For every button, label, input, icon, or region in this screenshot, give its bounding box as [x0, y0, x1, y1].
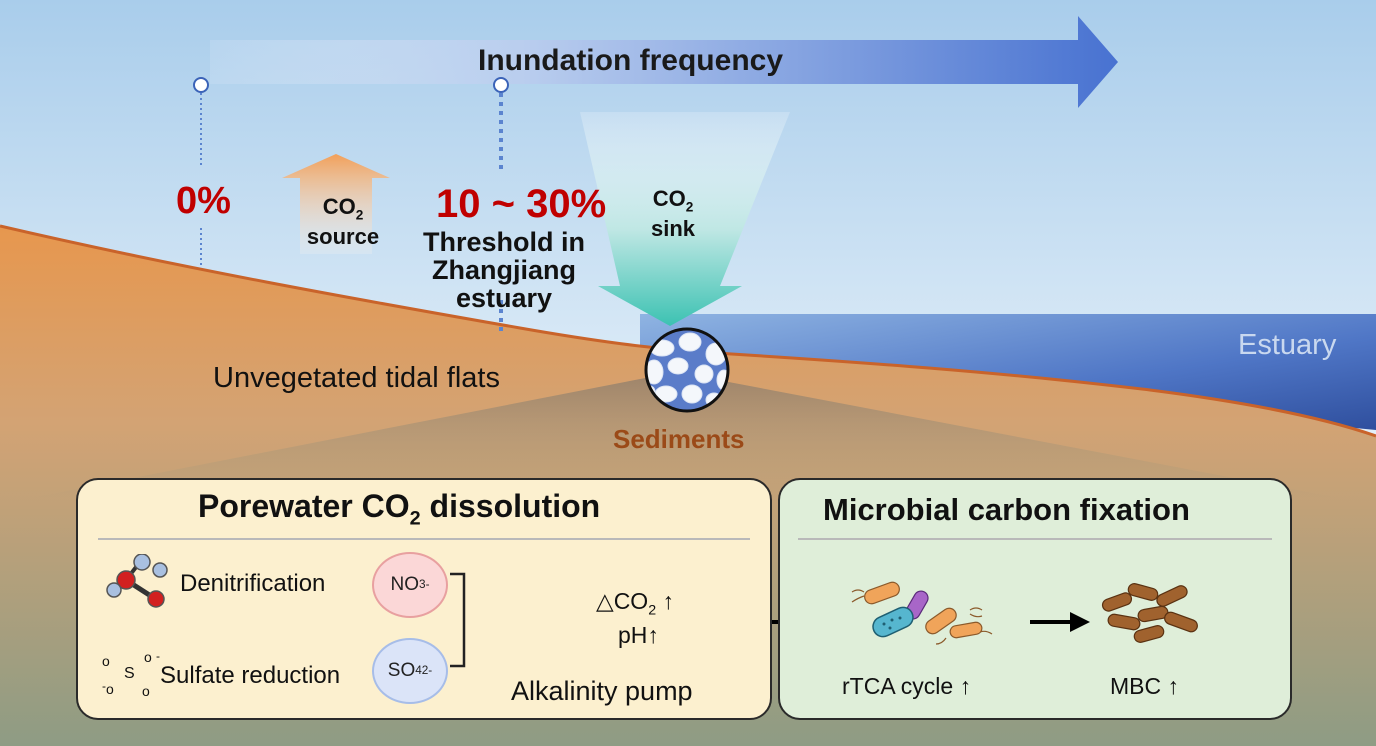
co2-sink-molecule: CO	[652, 186, 686, 211]
sediments-label: Sediments	[613, 424, 745, 454]
sulfate-o-2: o	[144, 649, 152, 665]
tidal-flats-label: Unvegetated tidal flats	[213, 362, 500, 394]
denitrification-label: Denitrification	[180, 570, 326, 597]
sulfate-molecule-icon: o o - S o - o	[102, 650, 160, 698]
delta-co2-label: △CO2 ↑	[596, 588, 675, 618]
co2-sink-label: CO2 sink	[651, 184, 695, 244]
sulfate-base: SO	[387, 660, 416, 681]
delta-co2-sub: 2	[648, 602, 657, 619]
inundation-frequency-label: Inundation frequency	[478, 44, 784, 77]
zoom-cone	[20, 372, 1350, 500]
co2-sink-arrow	[580, 112, 790, 326]
co2-source-arrow	[282, 154, 390, 254]
ph-label: pH↑	[618, 622, 659, 648]
sulfate-o-3: o	[106, 681, 114, 697]
co2-source-subscript: 2	[355, 207, 364, 223]
co2-sink-subscript: 2	[685, 199, 694, 215]
zero-marker-icon	[193, 77, 209, 93]
delta-co2-pre: △CO	[596, 588, 649, 614]
threshold-text: Threshold in Zhangjiang estuary	[423, 228, 585, 312]
mbc-label: MBC ↑	[1110, 673, 1179, 699]
sediment-pore-icon	[644, 327, 730, 413]
co2-source-word: source	[306, 224, 380, 249]
threshold-marker-icon	[493, 77, 509, 93]
microbial-title: Microbial carbon fixation	[823, 492, 1190, 527]
co2-sink-word: sink	[650, 216, 696, 241]
delta-co2-post: ↑	[656, 588, 675, 614]
porewater-title-pre: Porewater CO	[198, 488, 410, 524]
rtca-cycle-label: rTCA cycle ↑	[842, 673, 972, 699]
threshold-text-line-2: Zhangjiang	[432, 255, 576, 285]
zero-percent-label: 0%	[176, 180, 231, 222]
estuary-label: Estuary	[1238, 329, 1337, 361]
sulfate-o-1: o	[102, 653, 110, 669]
sulfate-s: S	[124, 665, 135, 682]
porewater-title-sub: 2	[409, 507, 421, 530]
co2-source-molecule: CO	[322, 194, 356, 219]
sulfate-o-4: o	[142, 683, 150, 699]
sulfate-minus-2: -	[102, 679, 106, 693]
microbial-divider	[798, 538, 1272, 540]
arrow-to-mbc	[1030, 612, 1090, 632]
porewater-title-post: dissolution	[420, 488, 601, 524]
bracket-icon	[450, 572, 466, 668]
threshold-text-line-1: Threshold in	[423, 227, 585, 257]
alkalinity-pump-label: Alkalinity pump	[511, 676, 693, 706]
inundation-arrow	[210, 16, 1118, 108]
mbc-bacteria-icon	[1101, 583, 1198, 643]
co2-source-label: CO2 source	[307, 192, 379, 252]
sulfate-minus-1: -	[156, 649, 160, 663]
microbial-panel	[778, 478, 1292, 720]
threshold-text-line-3: estuary	[455, 283, 553, 313]
bacteria-icon	[851, 581, 993, 645]
molecule-icon	[106, 554, 168, 608]
porewater-divider	[98, 538, 750, 540]
threshold-value-label: 10 ~ 30%	[436, 182, 607, 226]
nitrate-base: NO	[390, 574, 420, 595]
sulfate-reduction-label: Sulfate reduction	[160, 662, 341, 689]
porewater-title: Porewater CO2 dissolution	[198, 488, 601, 528]
